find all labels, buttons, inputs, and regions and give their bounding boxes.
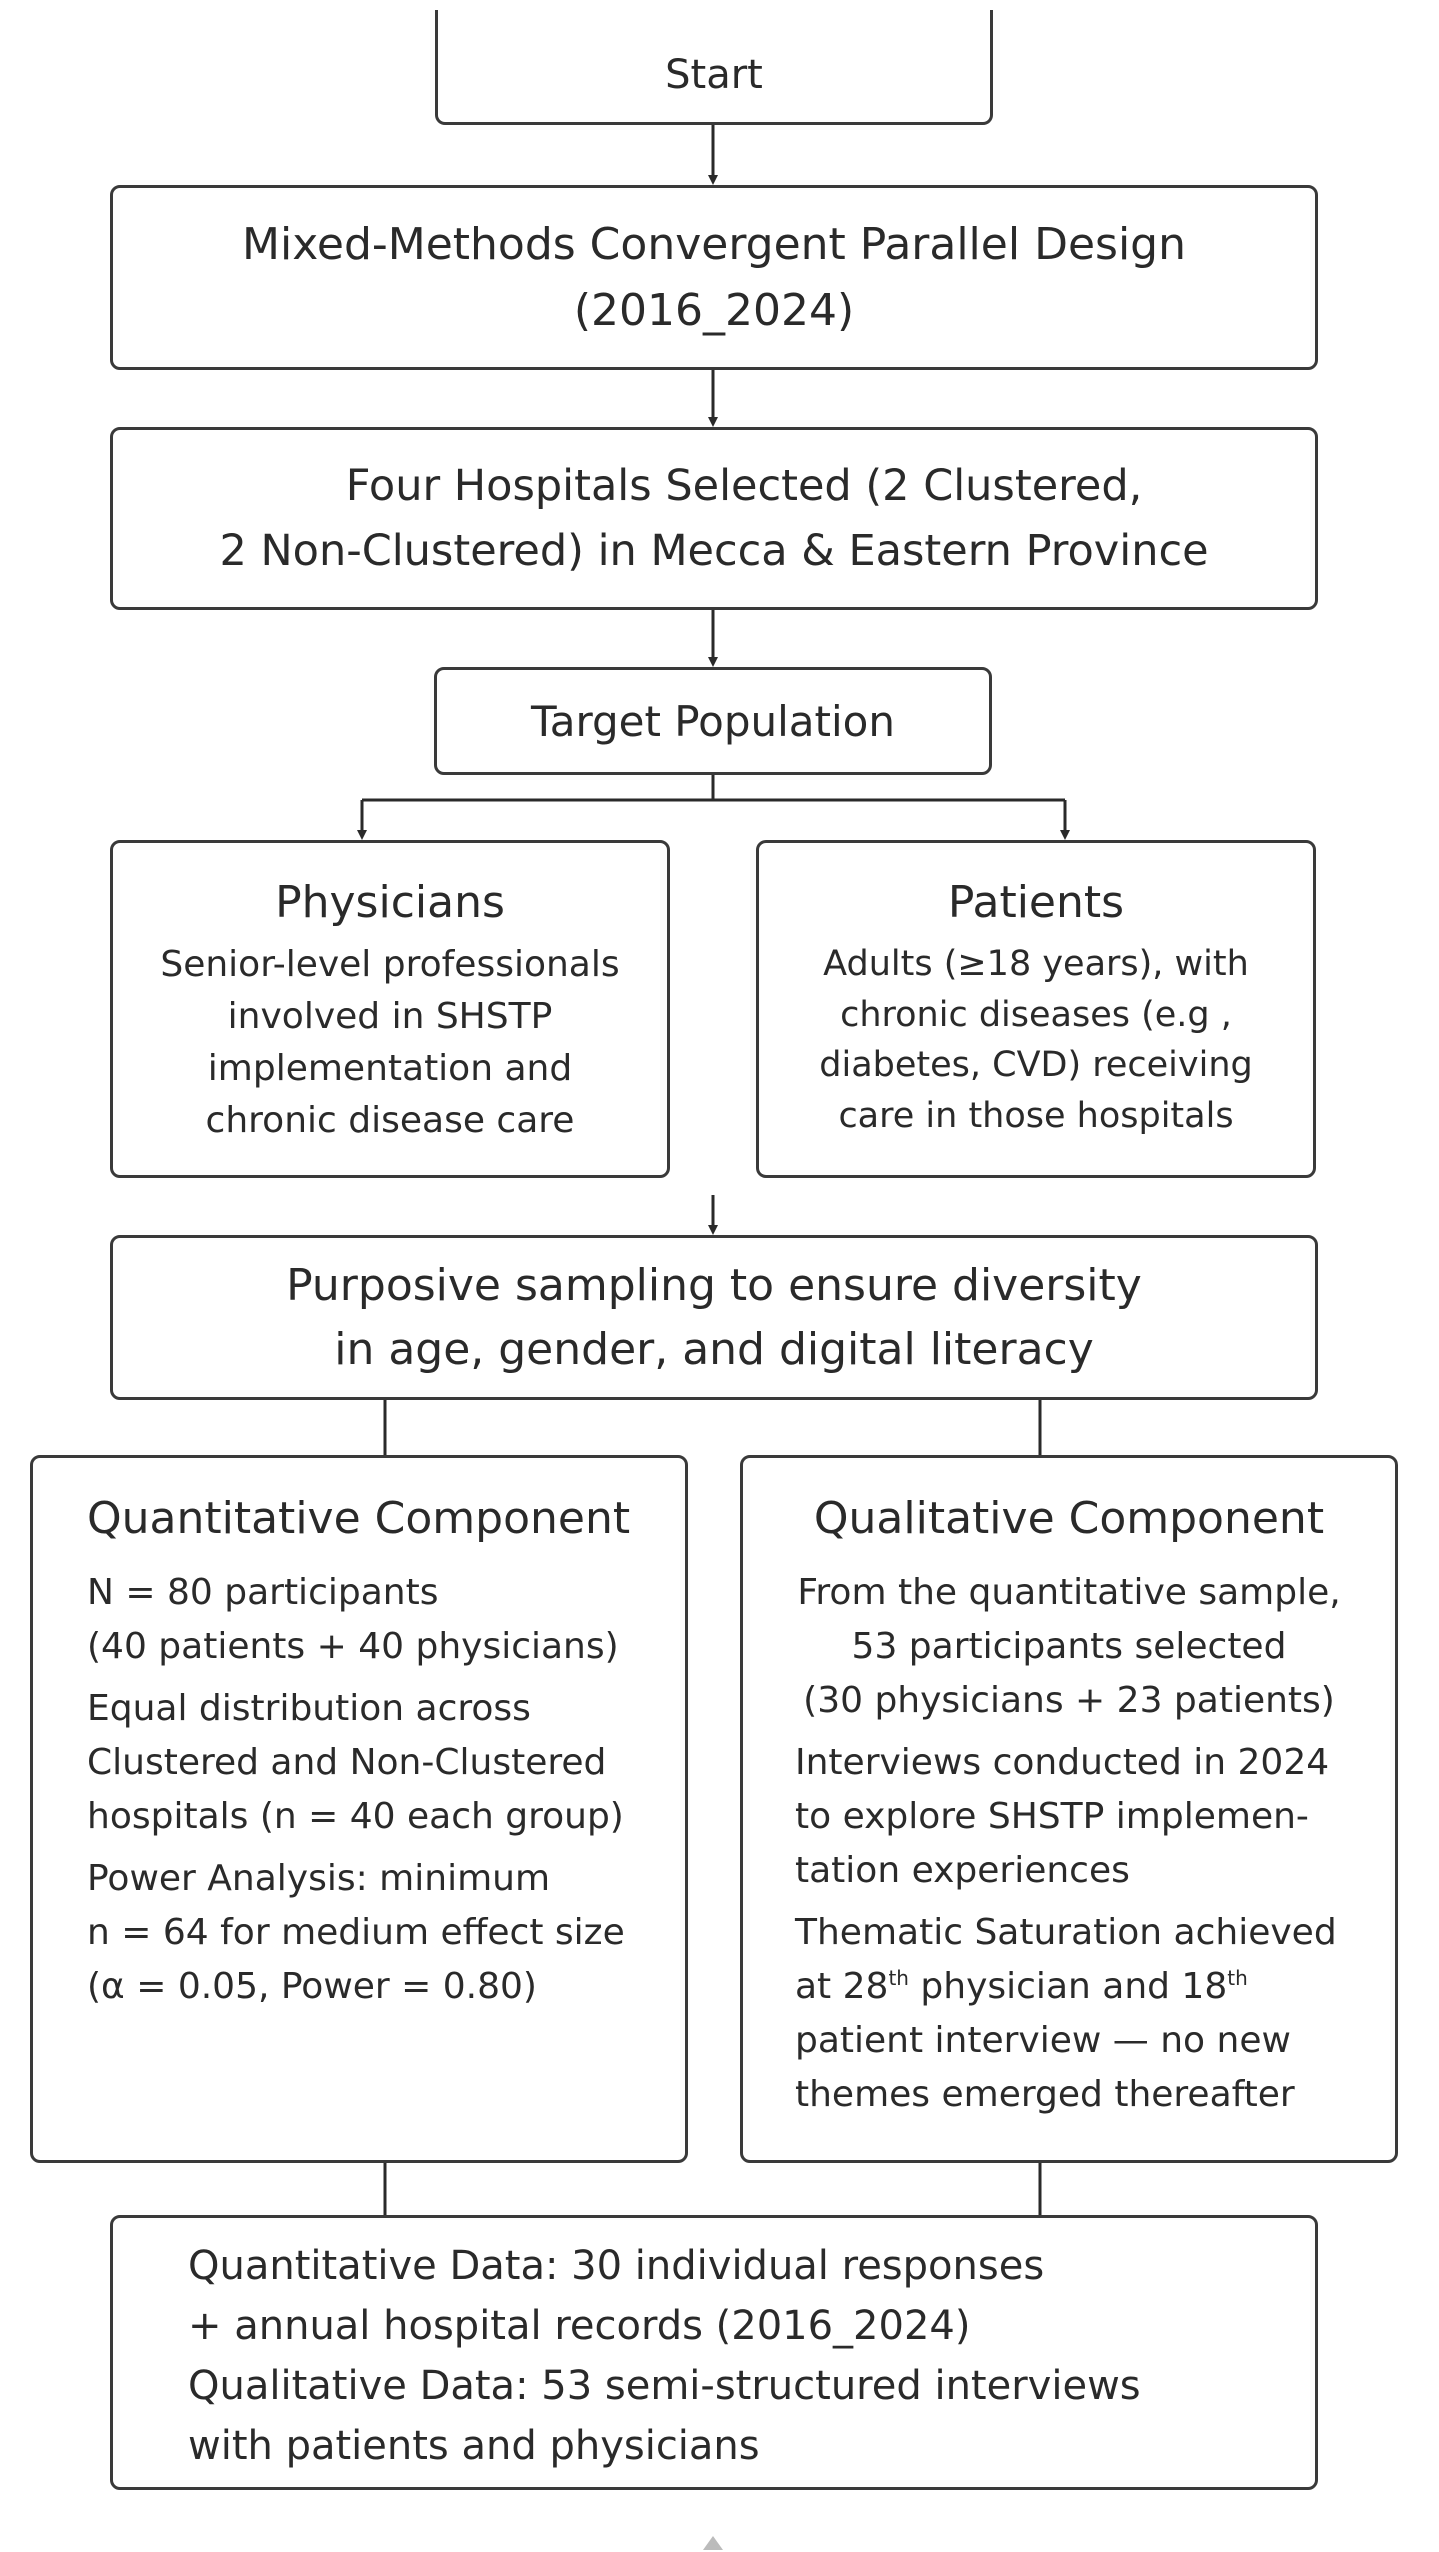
quantitative-line-5: hospitals (n = 40 each group) <box>87 1796 624 1837</box>
sampling-line-2: in age, gender, and digital literacy <box>334 1323 1094 1375</box>
start-node: Start <box>435 10 993 125</box>
sampling-line-1: Purposive sampling to ensure diversity <box>286 1259 1142 1311</box>
quantitative-line-1: N = 80 participants <box>87 1572 439 1613</box>
qualitative-interviews-2: to explore SHSTP implemen- <box>795 1796 1309 1837</box>
design-years: (2016_2024) <box>573 284 855 336</box>
physicians-title: Physicians <box>275 877 505 928</box>
saturation-text-a: at 28 <box>795 1966 889 2007</box>
design-title: Mixed-Methods Convergent Parallel Design <box>242 218 1186 270</box>
data-line-1: Quantitative Data: 30 individual respons… <box>188 2243 1045 2289</box>
quantitative-component-node: Quantitative Component N = 80 participan… <box>30 1455 688 2163</box>
physicians-desc-2: involved in SHSTP <box>227 995 553 1037</box>
qualitative-interviews-1: Interviews conducted in 2024 <box>795 1742 1330 1783</box>
quantitative-title: Quantitative Component <box>87 1493 631 1544</box>
hospitals-line-2: 2 Non-Clustered) in Mecca & Eastern Prov… <box>219 525 1209 576</box>
data-line-3: Qualitative Data: 53 semi-structured int… <box>188 2363 1141 2409</box>
data-line-2: + annual hospital records (2016_2024) <box>188 2303 971 2349</box>
quantitative-line-2: (40 patients + 40 physicians) <box>87 1626 619 1667</box>
physicians-desc-4: chronic disease care <box>205 1100 575 1142</box>
patients-node: Patients Adults (≥18 years), with chroni… <box>756 840 1316 1178</box>
qualitative-intro-2: 53 participants selected <box>851 1626 1287 1667</box>
target-population-label: Target Population <box>531 696 895 746</box>
physicians-desc-3: implementation and <box>207 1048 573 1090</box>
patients-desc-3: diabetes, CVD) receiving <box>819 1045 1253 1086</box>
arrow-bottom-hint <box>703 2536 723 2550</box>
data-line-4: with patients and physicians <box>188 2423 760 2469</box>
qualitative-intro-1: From the quantitative sample, <box>797 1572 1341 1613</box>
sampling-node: Purposive sampling to ensure diversity i… <box>110 1235 1318 1400</box>
patients-desc-4: care in those hospitals <box>838 1096 1234 1137</box>
saturation-sup-a: th <box>888 1966 909 1990</box>
quantitative-line-4: Clustered and Non-Clustered <box>87 1742 607 1783</box>
quantitative-line-6: Power Analysis: minimum <box>87 1858 551 1899</box>
patients-desc-1: Adults (≥18 years), with <box>823 943 1249 984</box>
physicians-desc-1: Senior-level professionals <box>160 943 620 985</box>
saturation-sup-b: th <box>1227 1966 1248 1990</box>
quantitative-line-8: (α = 0.05, Power = 0.80) <box>87 1966 537 2007</box>
qualitative-title: Qualitative Component <box>813 1493 1325 1544</box>
saturation-text-b: physician and 18 <box>908 1966 1228 2007</box>
hospitals-node: Four Hospitals Selected (2 Clustered, 2 … <box>110 427 1318 610</box>
quantitative-line-7: n = 64 for medium effect size <box>87 1912 625 1953</box>
qualitative-saturation-1: Thematic Saturation achieved <box>795 1912 1337 1953</box>
data-summary-node: Quantitative Data: 30 individual respons… <box>110 2215 1318 2490</box>
design-node: Mixed-Methods Convergent Parallel Design… <box>110 185 1318 370</box>
physicians-node: Physicians Senior-level professionals in… <box>110 840 670 1178</box>
patients-title: Patients <box>947 877 1125 928</box>
qualitative-component-node: Qualitative Component From the quantitat… <box>740 1455 1398 2163</box>
patients-desc-2: chronic diseases (e.g , <box>840 994 1232 1035</box>
qualitative-saturation-3: patient interview — no new <box>795 2020 1291 2061</box>
qualitative-interviews-3: tation experiences <box>795 1850 1130 1891</box>
hospitals-line-1: Four Hospitals Selected (2 Clustered, <box>345 461 1143 511</box>
qualitative-saturation-4: themes emerged thereafter <box>795 2074 1295 2115</box>
target-population-node: Target Population <box>434 667 992 775</box>
start-label: Start <box>665 52 763 98</box>
qualitative-saturation-2: at 28th physician and 18th <box>795 1960 1395 2014</box>
quantitative-line-3: Equal distribution across <box>87 1688 531 1729</box>
qualitative-intro-3: (30 physicians + 23 patients) <box>803 1680 1335 1721</box>
